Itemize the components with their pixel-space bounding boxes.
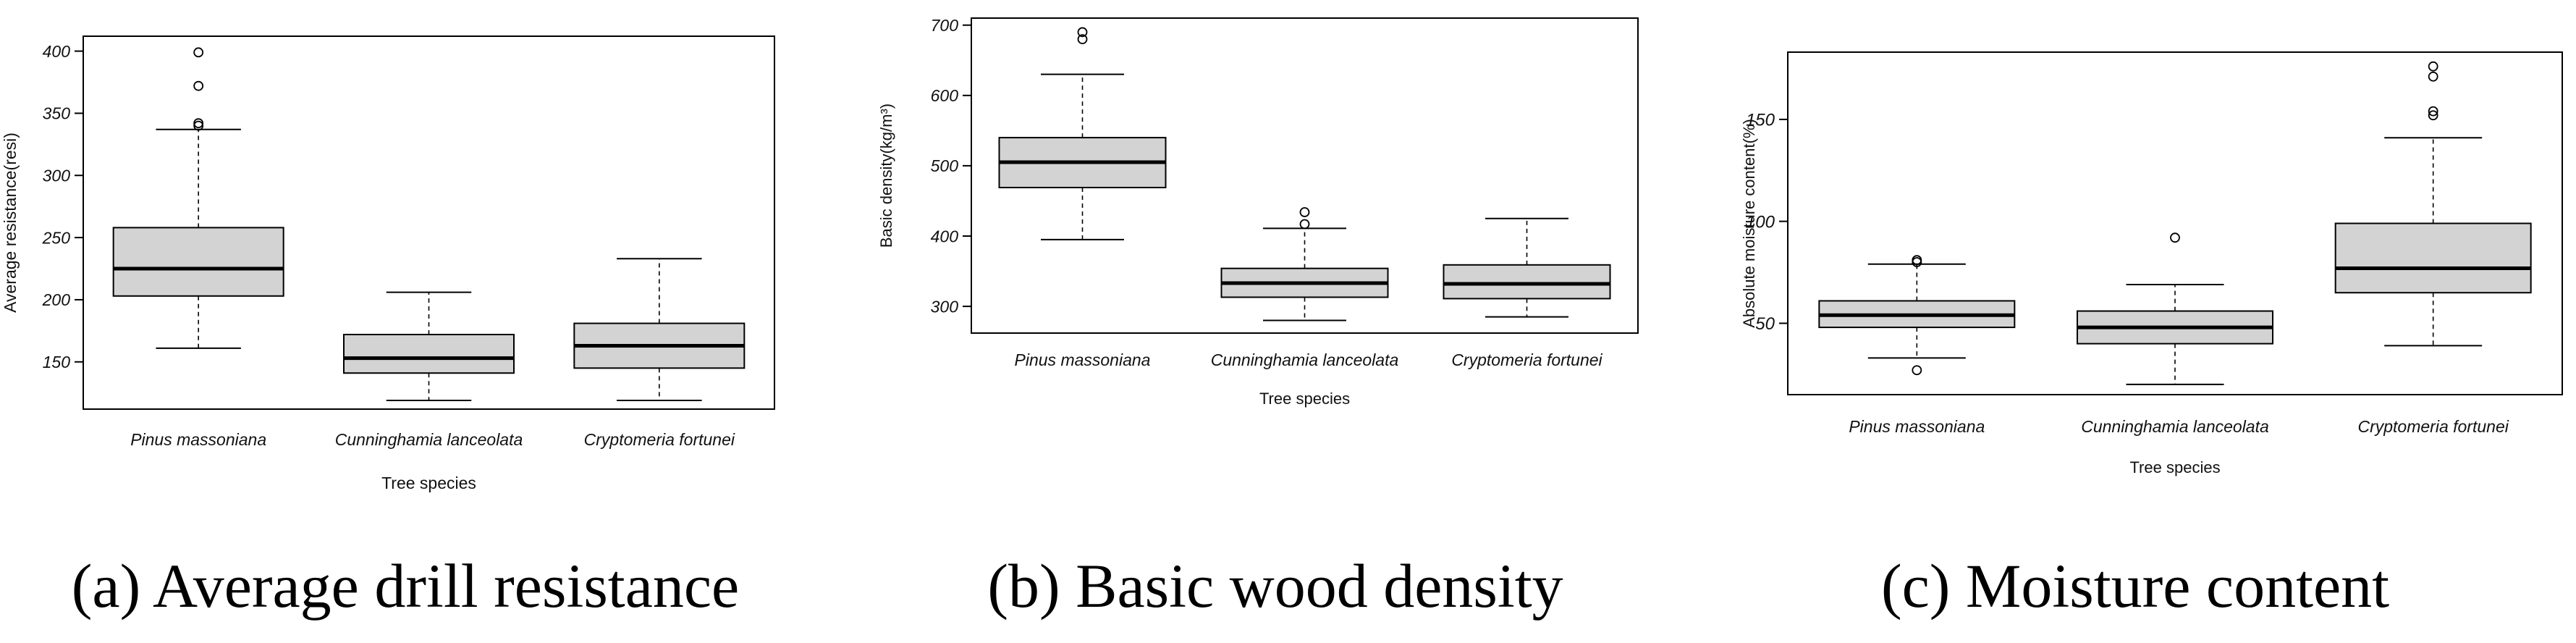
panel-caption: (a) Average drill resistance xyxy=(72,551,739,621)
outlier-point xyxy=(2170,232,2180,243)
y-tick-label: 600 xyxy=(931,86,959,105)
y-tick-label: 50 xyxy=(1755,314,1775,334)
y-tick-label: 150 xyxy=(43,353,71,371)
outlier-point xyxy=(1299,207,1310,217)
x-category-label: Pinus massoniana xyxy=(1015,350,1151,369)
outlier-point xyxy=(2428,61,2438,72)
y-axis-title: Absolute moisture content(%) xyxy=(1740,119,1758,328)
y-tick-label: 400 xyxy=(931,227,959,245)
x-category-label: Pinus massoniana xyxy=(130,430,266,449)
box-plot-series xyxy=(998,27,1167,240)
iqr-box xyxy=(1443,264,1611,300)
y-tick-label: 200 xyxy=(42,290,71,309)
box-plot-series xyxy=(1443,217,1611,318)
outlier-point xyxy=(1077,27,1088,38)
panel-drill-resistance: (a) Average drill resistance 150 200 250 30… xyxy=(1,35,775,621)
y-tick-label: 400 xyxy=(43,42,71,61)
outlier-point xyxy=(1299,219,1310,230)
outlier-point xyxy=(2428,110,2438,121)
y-axis-title: Average resistance(resi) xyxy=(1,133,20,313)
y-tick-label: 500 xyxy=(931,156,959,175)
x-category-label: Cunninghamia lanceolata xyxy=(1211,350,1399,369)
y-tick-label: 350 xyxy=(43,104,71,123)
plot-frame xyxy=(1787,51,2563,395)
box-plot-series xyxy=(1220,207,1389,322)
outlier-point xyxy=(1912,255,1922,266)
x-category-label: Cryptomeria fortunei xyxy=(2357,417,2509,436)
plot-frame xyxy=(971,17,1639,334)
box-plot-series xyxy=(1818,255,2016,376)
plot-frame xyxy=(83,35,775,410)
panel-caption: (b) Basic wood density xyxy=(987,551,1563,621)
y-tick-label: 250 xyxy=(42,228,71,247)
panel-wood-density: (b) Basic wood density 300 400 500 600 700Ba… xyxy=(877,16,1639,621)
iqr-box xyxy=(343,334,515,374)
y-tick-label: 300 xyxy=(43,167,71,185)
x-axis-title: Tree species xyxy=(381,474,476,492)
x-axis-title: Tree species xyxy=(2129,458,2220,476)
x-category-label: Pinus massoniana xyxy=(1849,417,1985,436)
outlier-point xyxy=(1912,365,1922,376)
x-axis-title: Tree species xyxy=(1259,390,1350,408)
y-tick-label: 100 xyxy=(1746,212,1775,232)
outlier-point xyxy=(193,120,204,131)
x-category-label: Cryptomeria fortunei xyxy=(584,430,735,449)
box-plot-series xyxy=(343,291,515,401)
y-tick-label: 150 xyxy=(1746,111,1775,130)
outlier-point xyxy=(193,47,204,58)
box-plot-series xyxy=(112,47,284,349)
outlier-point xyxy=(2428,71,2438,82)
iqr-box xyxy=(112,227,284,297)
x-category-label: Cryptomeria fortunei xyxy=(1451,350,1602,369)
box-plot-series xyxy=(2077,232,2273,385)
box-plot-series xyxy=(573,258,746,401)
y-tick-label: 300 xyxy=(931,297,959,316)
x-category-label: Cunninghamia lanceolata xyxy=(2081,417,2269,436)
panel-caption: (c) Moisture content xyxy=(1881,551,2389,621)
y-tick-label: 700 xyxy=(931,16,959,35)
box-plot-series xyxy=(2334,61,2532,347)
outlier-point xyxy=(2428,106,2438,117)
outlier-point xyxy=(193,80,204,91)
outlier-point xyxy=(1077,34,1088,45)
x-category-label: Cunninghamia lanceolata xyxy=(335,430,523,449)
outlier-point xyxy=(193,118,204,129)
y-axis-title: Basic density(kg/m³) xyxy=(877,104,895,248)
iqr-box xyxy=(2334,222,2532,294)
